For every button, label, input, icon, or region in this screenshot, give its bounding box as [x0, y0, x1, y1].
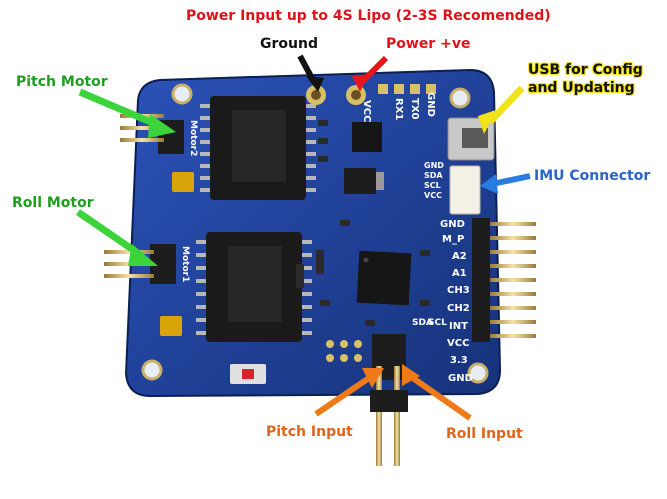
- top-pin-label-tx0: TX0: [409, 98, 420, 120]
- pin-label-ch3: CH3: [447, 285, 470, 296]
- bottom-pin-label-scl: SCL: [428, 318, 447, 328]
- pin-label-3v3: 3.3: [450, 355, 468, 366]
- roll-motor-label: Roll Motor: [12, 195, 94, 211]
- power-pads: [306, 85, 366, 105]
- pitch-input-arrow: [314, 368, 384, 417]
- pin-label-ch2: CH2: [447, 303, 470, 314]
- regulator-tab: [376, 172, 384, 190]
- motor-driver-ic-bottom: [196, 232, 312, 342]
- pin-label-a2: A2: [452, 251, 467, 262]
- top-pin-label-vcc: VCC: [361, 100, 372, 123]
- pin-label-gnd-1: GND: [440, 219, 465, 230]
- isp-pads: [326, 340, 362, 362]
- pitch-motor-label: Pitch Motor: [16, 74, 108, 90]
- motor1-label: Motor1: [180, 246, 190, 283]
- imu-pin-label-scl: SCL: [424, 181, 441, 190]
- ground-label: Ground: [260, 36, 318, 52]
- bottom-pin-label-sda: SDA: [412, 318, 433, 328]
- imu-label: IMU Connector: [534, 168, 651, 184]
- pitch-motor-arrow: [78, 88, 176, 138]
- input-pin-header: [370, 334, 408, 466]
- motor-driver-ic-top: [200, 96, 316, 200]
- pin-label-int: INT: [449, 321, 468, 332]
- pin-label-m-p: M_P: [442, 234, 465, 245]
- power-label: Power +ve: [386, 36, 471, 52]
- roll-input-label: Roll Input: [446, 426, 523, 442]
- roll-motor-arrow: [76, 209, 158, 266]
- microcontroller-chip: [356, 250, 412, 306]
- smd-components: [296, 120, 430, 326]
- pin-label-gnd-2: GND: [448, 373, 473, 384]
- right-pin-header: [472, 218, 536, 342]
- usb-serial-chip: [352, 122, 382, 152]
- capacitor-bottom: [160, 316, 182, 336]
- pin-label-vcc: VCC: [447, 338, 470, 349]
- imu-pin-label-sda: SDA: [424, 171, 443, 180]
- power-arrow: [352, 55, 389, 92]
- title-label: Power Input up to 4S Lipo (2-3S Recomend…: [186, 8, 551, 24]
- imu-arrow: [480, 173, 531, 194]
- mounting-holes: [141, 83, 489, 384]
- imu-connector: [449, 165, 481, 215]
- imu-pin-label-gnd: GND: [424, 161, 444, 170]
- ground-arrow: [297, 54, 324, 92]
- usb-label-line1: USB for Config: [528, 62, 643, 78]
- roll-input-arrow: [402, 364, 472, 421]
- regulator-chip: [344, 168, 376, 194]
- motor2-label: Motor2: [188, 120, 198, 157]
- capacitor-top: [172, 172, 194, 192]
- top-header-pads: [378, 84, 436, 94]
- pitch-input-label: Pitch Input: [266, 424, 353, 440]
- usb-arrow: [478, 85, 525, 134]
- pin-label-a1: A1: [452, 268, 467, 279]
- imu-pin-label-vcc: VCC: [424, 191, 442, 200]
- usb-label-line2: and Updating: [528, 80, 635, 96]
- top-pin-label-gnd: GND: [425, 92, 436, 117]
- top-pin-label-rx1: RX1: [393, 98, 404, 121]
